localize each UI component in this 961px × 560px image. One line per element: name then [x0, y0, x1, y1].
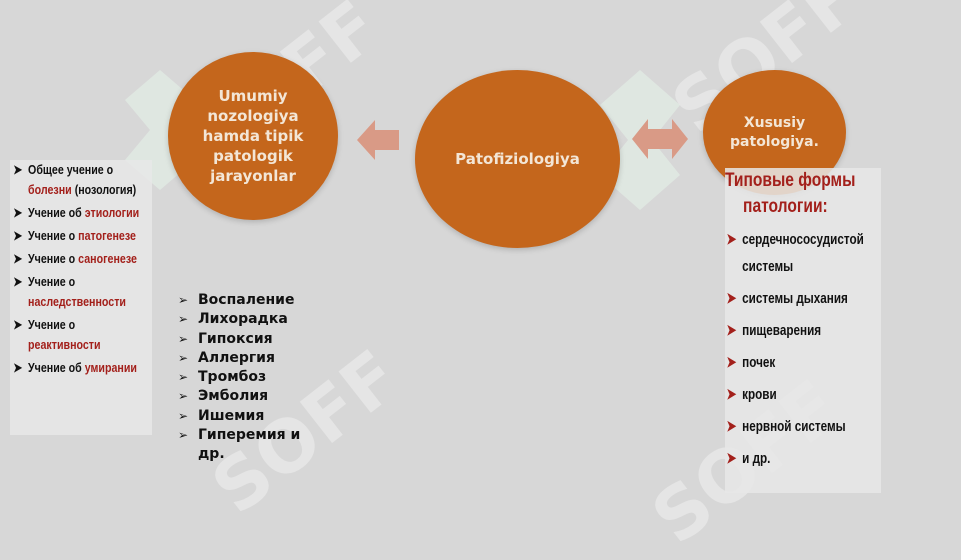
general-nosology-circle: Umumiy nozologiya hamda tipik patologik … — [168, 52, 338, 220]
list-item: наследственности — [28, 294, 126, 309]
list-item: ➢Ишемия — [178, 407, 265, 424]
general-nosology-label: Umumiy nozologiya hamda tipik patologik … — [202, 87, 304, 185]
list-item: болезни (нозология) — [28, 182, 137, 197]
list-item: ➤крови — [726, 386, 777, 403]
list-item: ➢Лихорадка — [178, 311, 288, 328]
list-item: ➤нервной системы — [726, 418, 846, 435]
list-item: системы — [742, 258, 794, 275]
list-item: ➤Общее учение о — [13, 162, 114, 177]
list-item: ➢Тромбоз — [178, 369, 267, 386]
list-item: ➤сердечнососудистой — [726, 231, 864, 248]
list-item: ➤пищеварения — [726, 322, 822, 339]
special-pathology-label: Xususiy patologiya. — [730, 114, 819, 150]
list-item: ➤Учение о саногенезе — [13, 251, 137, 266]
special-pathology-list: Типовые формы патологии: ➤сердечнососуди… — [725, 168, 881, 493]
left-arrow-icon — [357, 120, 399, 160]
list-item: ➤Учение о патогенезе — [13, 228, 136, 243]
pathophysiology-label: Patofiziologiya — [455, 150, 580, 168]
list-item: ➢Воспаление — [178, 292, 295, 308]
list-item: ➤Учение об умирании — [13, 360, 137, 375]
list-item: ➤Учение о — [13, 274, 76, 289]
general-nosology-list: ➤Общее учение о болезни (нозология) ➤Уче… — [10, 160, 152, 435]
list-item: ➤системы дыхания — [726, 290, 848, 307]
double-arrow-icon — [632, 119, 688, 159]
typical-forms-heading: Типовые формы патологии: — [725, 170, 856, 217]
list-item: реактивности — [28, 337, 101, 352]
list-item: ➤Учение о — [13, 317, 76, 332]
pathophysiology-circle: Patofiziologiya — [415, 70, 620, 248]
list-item: ➢Эмболия — [178, 388, 269, 405]
typical-processes-list: ➢Воспаление ➢Лихорадка ➢Гипоксия ➢Аллерг… — [175, 291, 325, 465]
list-item: ➤и др. — [726, 450, 771, 467]
list-item: ➤почек — [726, 354, 776, 371]
list-item: ➢Аллергия — [178, 349, 275, 366]
list-item: ➢Гипоксия — [178, 330, 273, 347]
list-item: ➢Гиперемия и др. — [178, 427, 301, 463]
list-item: ➤Учение об этиологии — [13, 205, 140, 220]
